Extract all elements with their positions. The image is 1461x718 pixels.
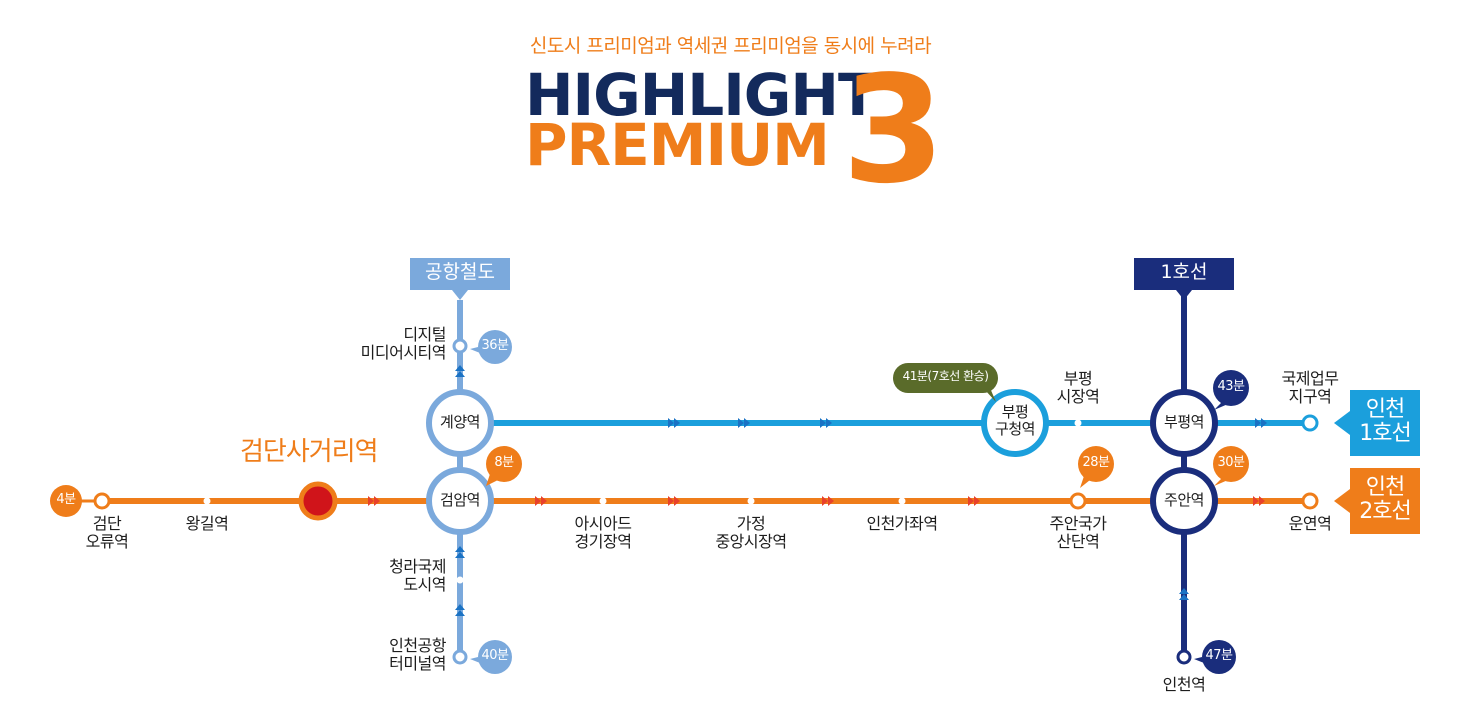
title-number: 3 [842,44,945,216]
station-unyeon-label: 운연역 [1288,514,1332,533]
incheon1-label-box [1350,390,1420,456]
station-unyeon-marker [1301,492,1319,510]
station-geomam-label: 검암역 [440,491,480,509]
line1-label-box [1134,258,1234,290]
station-oryu-marker [93,492,111,510]
station-digital-marker [452,338,468,354]
station-gajeong-label: 가정 중앙시장역 [715,514,787,552]
station-juan-ring [1150,467,1218,535]
airport-label: 공항철도 [425,261,495,283]
line1-label: 1호선 [1160,261,1208,283]
station-juan-gukga-marker [1069,492,1087,510]
station-digital-label: 디지털 미디어시티역 [360,325,447,363]
time-digital: 36분 [481,338,509,353]
station-geomdan-sageori-marker [298,481,338,521]
incheon2-label-box [1350,468,1420,534]
station-cheongna-label: 청라국제 도시역 [389,557,446,595]
time-bupyeong: 43분 [1217,379,1245,394]
station-airport-terminal-marker [452,649,468,665]
station-incheon-label: 인천역 [1162,675,1206,694]
station-bupyeong-market-label: 부평 시장역 [1056,369,1100,407]
incheon1-label: 인천 1호선 [1359,397,1411,447]
station-wanggil-label: 왕길역 [185,514,229,533]
station-gukje-marker [1301,414,1319,432]
station-geomdan-sageori-label: 검단사거리역 [240,437,379,467]
time-juan-gukga: 28분 [1082,455,1110,470]
time-badges [50,330,1249,674]
title-highlight: HIGHLIGHT [525,61,878,129]
station-asiad-label: 아시아드 경기장역 [574,514,632,552]
station-incheon-marker [1176,649,1192,665]
time-incheon: 47분 [1205,648,1233,663]
time-bupyeong-gucheong: 41분(7호선 환승) [902,369,989,383]
airport-label-box [410,258,510,290]
time-airport-terminal: 40분 [481,648,509,663]
tagline: 신도시 프리미엄과 역세권 프리미엄을 동시에 누려라 [529,35,932,57]
station-bupyeong-gucheong-label: 부평 구청역 [995,403,1035,439]
station-geomam-ring [426,467,494,535]
time-juan: 30분 [1217,455,1245,470]
title-premium: PREMIUM [525,111,830,179]
station-bupyeong-gucheong-ring [981,389,1049,457]
incheon2-label: 인천 2호선 [1359,475,1411,525]
station-gyeyang-ring [426,389,494,457]
station-juan-label: 주안역 [1164,491,1204,509]
station-bupyeong-ring [1150,389,1218,457]
station-oryu-label: 검단 오류역 [85,514,129,552]
station-bupyeong-label: 부평역 [1164,413,1204,431]
station-gyeyang-label: 계양역 [440,413,480,431]
time-geomam: 8분 [494,455,514,470]
station-gukje-label: 국제업무 지구역 [1281,369,1339,407]
minor-stops [203,419,1082,584]
station-juan-gukga-label: 주안국가 산단역 [1049,514,1107,552]
station-gajwa-label: 인천가좌역 [866,514,938,533]
station-airport-terminal-label: 인천공항 터미널역 [389,636,446,674]
time-oryu: 4분 [56,492,76,507]
